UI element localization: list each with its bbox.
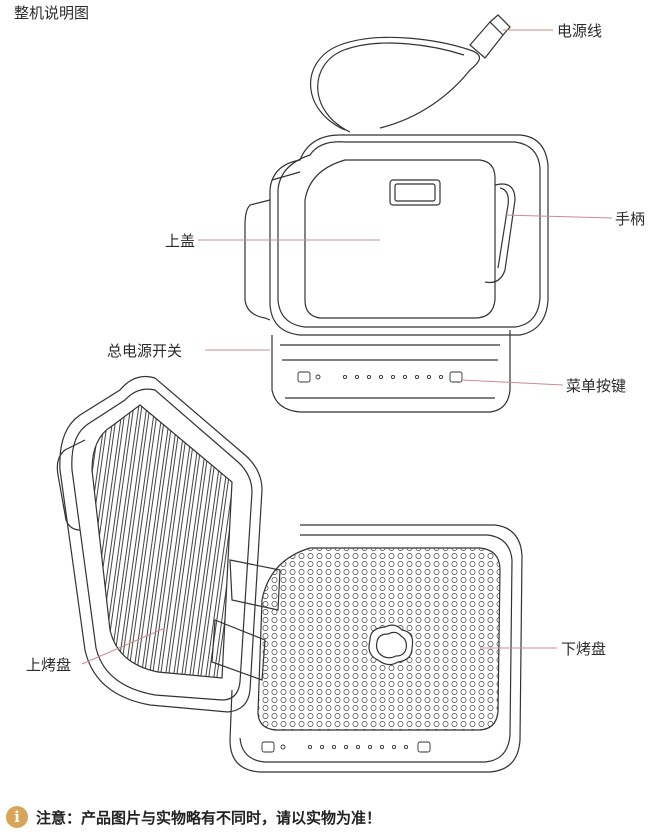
leader-lines — [81, 29, 613, 665]
base-body — [271, 330, 511, 413]
front-buttons — [261, 741, 431, 753]
upper-plate — [91, 404, 233, 679]
lower-body — [229, 524, 523, 773]
menu-buttons — [297, 371, 463, 383]
label-handle: 手柄 — [615, 210, 646, 228]
label-menu-buttons: 菜单按键 — [566, 377, 627, 395]
notice-text: 注意：产品图片与实物略有不同时，请以实物为准！ — [36, 808, 382, 827]
info-icon: i — [6, 806, 28, 828]
label-upper-plate: 上烤盘 — [26, 656, 72, 674]
device-illustration — [56, 14, 613, 773]
lid-panel — [304, 159, 496, 319]
page-title: 整机说明图 — [14, 4, 90, 22]
lid-handle — [484, 183, 516, 284]
display-window — [389, 179, 441, 206]
notice-bar: i 注意：产品图片与实物略有不同时，请以实物为准！ — [6, 806, 381, 828]
label-lower-plate: 下烤盘 — [561, 640, 607, 658]
closed-device — [244, 14, 549, 413]
power-cord-line — [310, 36, 480, 131]
upper-lid-outline — [59, 375, 263, 713]
leader-handle — [504, 214, 613, 219]
label-main-power-switch: 总电源开关 — [107, 342, 183, 360]
leader-menu-buttons — [461, 379, 564, 386]
label-power-cord: 电源线 — [557, 22, 603, 40]
label-top-cover: 上盖 — [165, 232, 196, 250]
lid-outline — [269, 134, 549, 336]
open-device — [56, 375, 523, 773]
leader-upper-plate — [81, 627, 166, 665]
